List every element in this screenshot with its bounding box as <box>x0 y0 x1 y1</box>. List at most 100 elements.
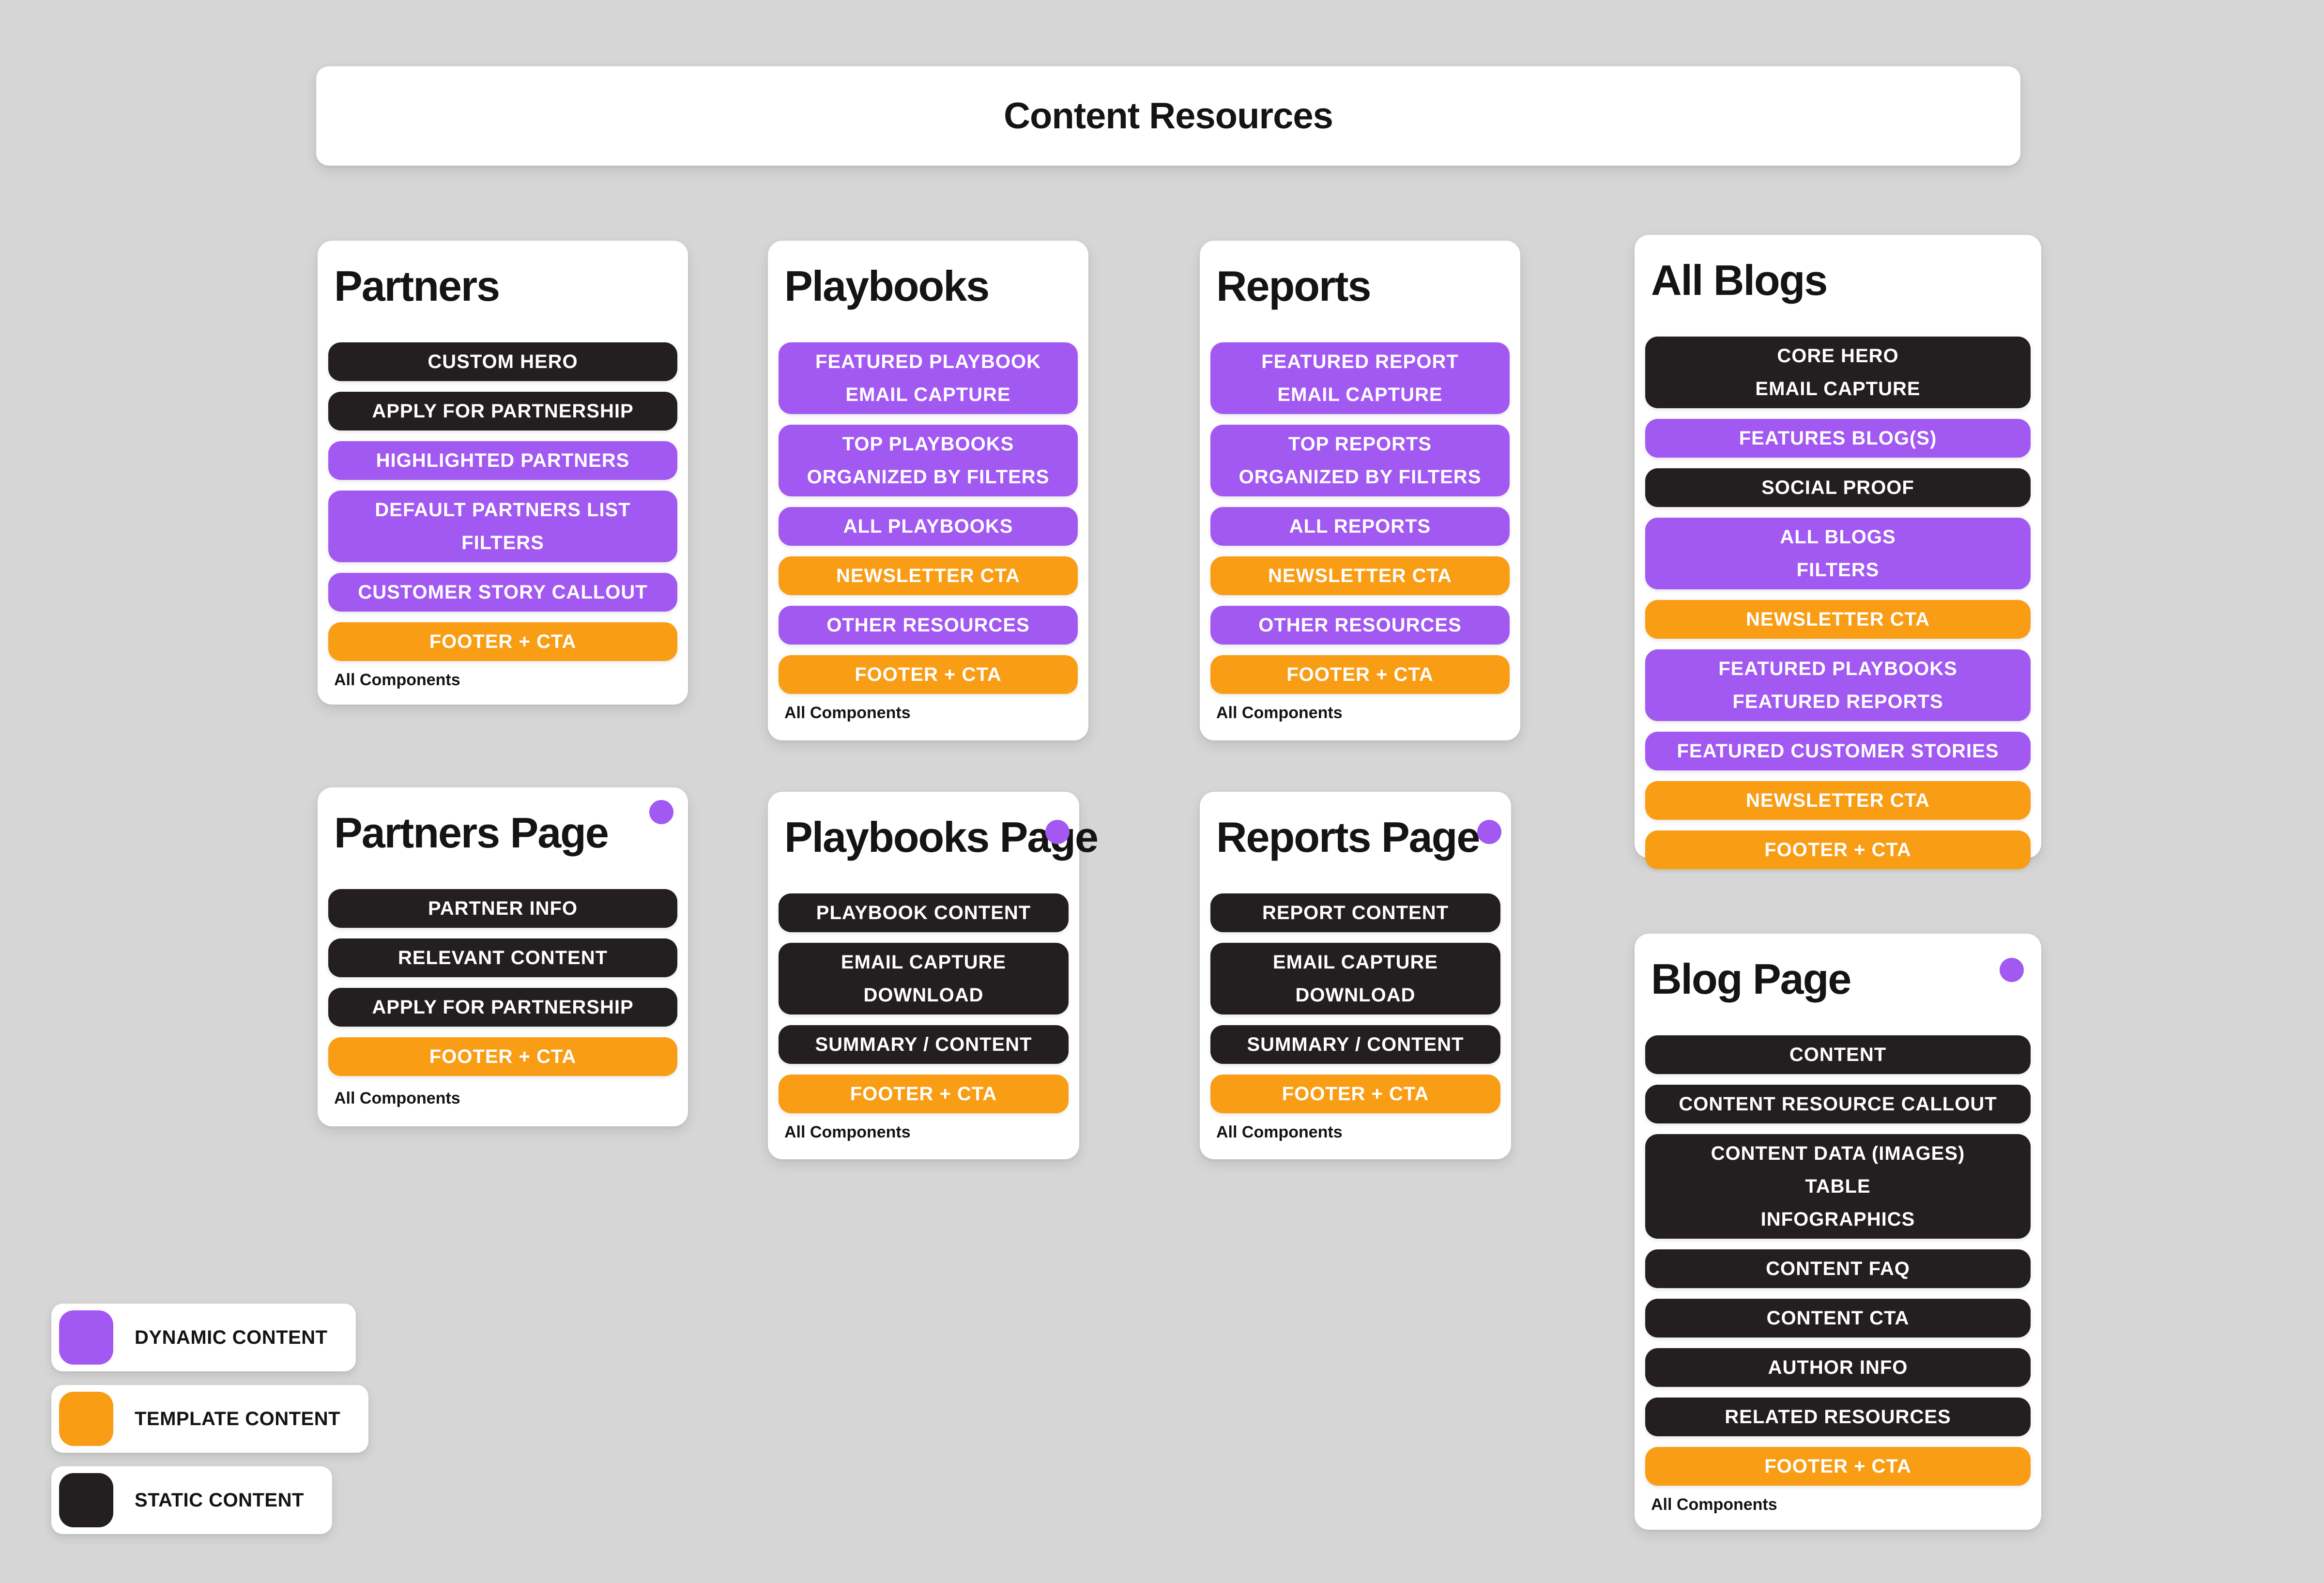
component-pill: FEATURED PLAYBOOK EMAIL CAPTURE <box>779 342 1078 414</box>
component-pill: FOOTER + CTA <box>1210 1075 1500 1113</box>
component-pill: SOCIAL PROOF <box>1645 468 2031 507</box>
component-pill-line: AUTHOR INFO <box>1768 1357 1908 1378</box>
component-pill-line: NEWSLETTER CTA <box>1746 609 1930 630</box>
component-pill-line: CONTENT RESOURCE CALLOUT <box>1679 1093 1997 1115</box>
all-components-label: All Components <box>1651 1495 1777 1514</box>
component-pill-line: FEATURED REPORT <box>1261 351 1459 372</box>
component-pill: EMAIL CAPTURE DOWNLOAD <box>1210 943 1500 1014</box>
component-pill-line: DOWNLOAD <box>1295 984 1416 1006</box>
legend-item-dynamic: DYNAMIC CONTENT <box>51 1304 356 1371</box>
component-pill-line: FILTERS <box>1796 559 1880 581</box>
all-components-label: All Components <box>334 671 460 689</box>
card-header: All Blogs <box>1651 256 2025 305</box>
component-pill: FOOTER + CTA <box>328 1037 677 1076</box>
component-pill-line: CORE HERO <box>1777 345 1899 367</box>
dynamic-dot-icon <box>1477 820 1501 844</box>
component-pill-line: EMAIL CAPTURE <box>841 952 1007 973</box>
component-pill-line: ALL REPORTS <box>1289 516 1431 537</box>
component-pill: CORE HERO EMAIL CAPTURE <box>1645 337 2031 408</box>
legend-item-template: TEMPLATE CONTENT <box>51 1385 369 1453</box>
component-list: CONTENT CONTENT RESOURCE CALLOUT CONTENT D… <box>1645 1035 2031 1486</box>
component-pill: FEATURES BLOG(S) <box>1645 419 2031 458</box>
component-pill-line: FEATURED REPORTS <box>1732 691 1943 712</box>
component-pill-line: PARTNER INFO <box>428 898 578 919</box>
component-pill-line: FOOTER + CTA <box>855 664 1002 685</box>
component-pill-line: SUMMARY / CONTENT <box>1247 1034 1464 1055</box>
component-pill-line: ALL BLOGS <box>1780 526 1896 548</box>
component-pill-line: APPLY FOR PARTNERSHIP <box>372 997 634 1018</box>
component-pill: OTHER RESOURCES <box>779 606 1078 645</box>
component-pill-line: CONTENT CTA <box>1766 1307 1910 1329</box>
component-pill-line: EMAIL CAPTURE <box>1277 384 1443 405</box>
component-pill: NEWSLETTER CTA <box>1645 781 2031 820</box>
component-pill: ALL BLOGS FILTERS <box>1645 518 2031 589</box>
component-pill-line: SUMMARY / CONTENT <box>815 1034 1032 1055</box>
component-pill-line: NEWSLETTER CTA <box>1746 790 1930 811</box>
card-title: Reports Page <box>1216 813 1480 861</box>
component-pill: NEWSLETTER CTA <box>779 556 1078 595</box>
component-pill: ALL REPORTS <box>1210 507 1510 546</box>
legend-label: TEMPLATE CONTENT <box>135 1408 341 1429</box>
legend-label: STATIC CONTENT <box>135 1489 304 1511</box>
component-pill-line: APPLY FOR PARTNERSHIP <box>372 400 634 422</box>
component-pill: CUSTOM HERO <box>328 342 677 381</box>
component-pill: CONTENT CTA <box>1645 1299 2031 1337</box>
component-pill: ALL PLAYBOOKS <box>779 507 1078 546</box>
card-title: Blog Page <box>1651 955 1851 1003</box>
component-pill-line: CONTENT DATA (IMAGES) <box>1711 1143 1965 1164</box>
resource-card-partners: Partners CUSTOM HERO APPLY FOR PARTNERSHI… <box>318 241 688 705</box>
component-pill: CONTENT <box>1645 1035 2031 1074</box>
component-pill: PLAYBOOK CONTENT <box>779 893 1069 932</box>
all-components-label: All Components <box>784 704 911 722</box>
component-pill: FEATURED REPORT EMAIL CAPTURE <box>1210 342 1510 414</box>
component-pill: FOOTER + CTA <box>328 622 677 661</box>
component-pill-line: PLAYBOOK CONTENT <box>816 902 1031 923</box>
all-components-label: All Components <box>784 1123 911 1141</box>
component-pill: APPLY FOR PARTNERSHIP <box>328 392 677 430</box>
card-title: All Blogs <box>1651 256 1828 304</box>
component-pill-line: FEATURED CUSTOMER STORIES <box>1677 740 1999 762</box>
component-pill-line: DEFAULT PARTNERS LIST <box>375 499 631 521</box>
component-pill: CONTENT RESOURCE CALLOUT <box>1645 1085 2031 1123</box>
component-pill: SUMMARY / CONTENT <box>1210 1025 1500 1064</box>
component-pill-line: FEATURED PLAYBOOK <box>815 351 1041 372</box>
card-header: Playbooks Page <box>784 813 1099 861</box>
component-pill: CONTENT FAQ <box>1645 1249 2031 1288</box>
card-header: Playbooks <box>784 262 1072 310</box>
component-pill-line: EMAIL CAPTURE <box>1755 378 1921 400</box>
component-pill-line: RELEVANT CONTENT <box>398 947 608 968</box>
legend-color-swatch <box>59 1473 113 1527</box>
component-pill-line: FOOTER + CTA <box>1286 664 1434 685</box>
component-pill: TOP PLAYBOOKS ORGANIZED BY FILTERS <box>779 425 1078 496</box>
component-pill-line: FOOTER + CTA <box>850 1083 997 1105</box>
card-header: Partners <box>334 262 672 310</box>
component-pill-line: HIGHLIGHTED PARTNERS <box>376 450 630 471</box>
component-pill-line: OTHER RESOURCES <box>1258 615 1462 636</box>
component-pill-line: TOP PLAYBOOKS <box>842 433 1014 455</box>
all-components-label: All Components <box>1216 1123 1343 1141</box>
component-pill-line: EMAIL CAPTURE <box>1272 952 1438 973</box>
resource-card-playbooks-page: Playbooks Page PLAYBOOK CONTENT EMAIL CAP… <box>768 792 1099 1159</box>
component-pill-line: ORGANIZED BY FILTERS <box>807 466 1050 488</box>
component-pill-line: FOOTER + CTA <box>429 1046 577 1067</box>
component-pill-line: CONTENT FAQ <box>1766 1258 1910 1279</box>
component-pill: NEWSLETTER CTA <box>1210 556 1510 595</box>
component-pill-line: REPORT CONTENT <box>1262 902 1449 923</box>
component-list: CUSTOM HERO APPLY FOR PARTNERSHIP HIGHLIGH… <box>328 342 677 661</box>
legend-item-static: STATIC CONTENT <box>51 1466 332 1534</box>
component-pill-line: EMAIL CAPTURE <box>845 384 1011 405</box>
component-pill: FOOTER + CTA <box>779 1075 1069 1113</box>
component-pill-line: NEWSLETTER CTA <box>1268 565 1452 586</box>
component-pill: FOOTER + CTA <box>1645 1447 2031 1486</box>
component-list: FEATURED PLAYBOOK EMAIL CAPTURE TOP PLAYBO… <box>779 342 1078 694</box>
component-pill-line: SOCIAL PROOF <box>1761 477 1914 498</box>
component-pill-line: INFOGRAPHICS <box>1760 1209 1915 1230</box>
